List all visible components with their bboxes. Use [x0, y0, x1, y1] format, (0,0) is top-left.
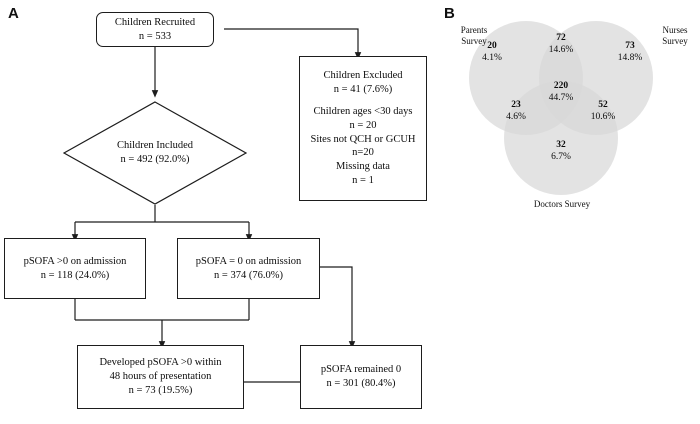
venn-percent-nurses-only: 14.8% [617, 53, 643, 63]
node-line: n = 118 (24.0%) [40, 269, 110, 281]
flow-node-children-excluded: Children Excluded n = 41 (7.6%) Children… [299, 56, 427, 201]
node-line: Developed pSOFA >0 within [99, 357, 222, 369]
flow-node-psofa-zero: pSOFA = 0 on admission n = 374 (76.0%) [177, 238, 320, 299]
node-line: Children Recruited [114, 16, 196, 28]
diamond-shape [63, 101, 247, 205]
node-line: n = 20 [349, 119, 377, 131]
node-line: n=20 [352, 147, 374, 159]
venn-circles [469, 21, 653, 195]
flow-node-developed-psofa: Developed pSOFA >0 within 48 hours of pr… [77, 345, 244, 409]
flow-node-children-recruited: Children Recruited n = 533 [96, 12, 214, 47]
venn-count-parents-doctors: 23 [511, 100, 521, 110]
flow-node-psofa-remained-zero: pSOFA remained 0 n = 301 (80.4%) [300, 345, 422, 409]
venn-percent-nurses-doctors: 10.6% [590, 112, 616, 122]
venn-percent-parents-doctors: 4.6% [506, 112, 526, 122]
node-line: pSOFA = 0 on admission [195, 255, 302, 267]
venn-count-nurses-doctors: 52 [598, 100, 608, 110]
node-line: Sites not QCH or GCUH [310, 133, 416, 145]
venn-percent-doctors-only: 6.7% [551, 152, 571, 162]
panel-b-letter: B [444, 5, 455, 22]
node-line: 48 hours of presentation [109, 371, 212, 383]
node-line: pSOFA remained 0 [320, 364, 402, 376]
node-line: Children Included [116, 139, 194, 151]
venn-count-parents-only: 20 [487, 41, 497, 51]
node-line: n = 492 (92.0%) [120, 154, 190, 165]
venn-diagram: 20 4.1% 72 14.6% 73 14.8% 220 44.7% 23 4… [450, 0, 700, 424]
flowchart-connectors [71, 28, 362, 383]
node-line: n = 41 (7.6%) [333, 83, 393, 95]
venn-count-all-three: 220 [553, 81, 569, 91]
node-line: Children ages <30 days [313, 105, 413, 117]
node-line: pSOFA >0 on admission [23, 255, 127, 267]
node-line: Children Excluded [323, 70, 403, 82]
venn-label-doctors: Doctors Survey [533, 199, 591, 209]
venn-percent-parents-only: 4.1% [482, 53, 502, 63]
flow-node-children-included: Children Included n = 492 (92.0%) [63, 101, 247, 205]
node-line: n = 1 [352, 175, 374, 187]
venn-count-parents-nurses: 72 [556, 33, 566, 43]
venn-circle-doctors [504, 81, 618, 195]
node-line: Missing data [336, 161, 390, 173]
venn-percent-all-three: 44.7% [548, 93, 574, 103]
panel-a-letter: A [8, 5, 19, 22]
node-line: n = 301 (80.4%) [326, 378, 396, 389]
flow-node-psofa-positive: pSOFA >0 on admission n = 118 (24.0%) [4, 238, 146, 299]
node-line: n = 374 (76.0%) [214, 269, 283, 281]
venn-count-nurses-only: 73 [625, 41, 635, 51]
venn-percent-parents-nurses: 14.6% [548, 45, 574, 55]
node-line: n = 533 [138, 30, 172, 42]
node-line: n = 73 (19.5%) [128, 384, 193, 396]
venn-count-doctors-only: 32 [556, 140, 566, 150]
